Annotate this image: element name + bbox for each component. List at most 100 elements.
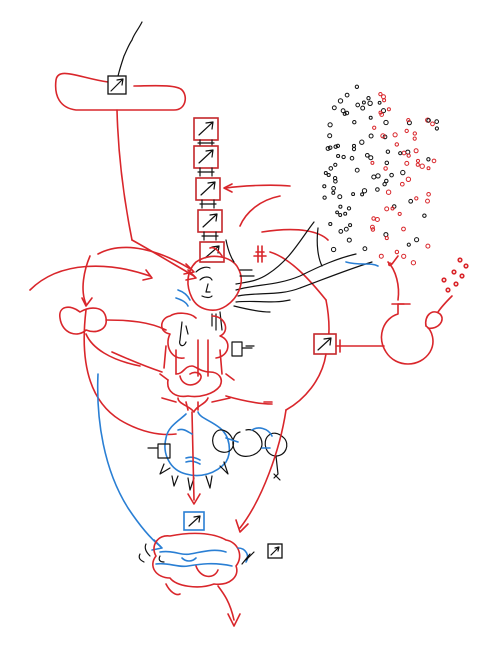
cloud-dot [368,155,374,161]
cloud-dot [404,128,409,134]
cloud-dot [406,117,411,123]
cloud-dot [337,194,343,200]
cloud-dot [369,224,375,230]
arrow-box-icon [197,209,223,233]
cloud-dot [410,260,417,266]
organ-chain [159,312,255,413]
cloud-dot [371,216,376,221]
arrow-box-icon [193,145,219,169]
cloud-dot [380,108,387,114]
cloud-dot [419,163,425,169]
converging-arrows [29,183,329,307]
arrow-box-icon [193,117,219,141]
cloud-dot [434,126,439,131]
cloud-dot [382,98,387,103]
cloud-dot [434,119,440,124]
cloud-dot [354,84,360,89]
cloud-dot [375,173,381,179]
basin-icon [138,511,283,627]
cloud-dot [406,153,411,158]
cloud-dot [397,211,402,216]
cloud-dot [430,121,435,127]
arrow-box-stack [193,117,225,263]
cloud-dot [333,144,338,149]
cloud-dot [330,246,337,253]
lower-left-curves [83,309,177,551]
cloud-dot [354,167,360,173]
cloud-dot [386,107,391,112]
cloud-dot [415,162,420,167]
cloud-dot [352,120,357,125]
cloud-dot [338,229,344,234]
cloud-dot [349,155,355,161]
flask-icon [380,255,469,365]
cloud-dot [335,143,341,149]
cloud-dot [371,174,377,180]
cloud-dot [381,94,386,100]
cloud-dot [378,253,384,259]
cloud-dot [382,182,387,187]
cloud-dot [340,108,346,114]
cloud-dot [341,154,346,160]
cloud-dot [389,172,394,178]
cloud-dot [385,189,392,195]
cloud-dot [326,172,331,178]
cloud-dot [383,119,389,126]
cloud-dot [390,206,395,211]
right-return-curve [225,395,287,533]
cloud-dot [401,253,407,259]
cloud-dot [327,133,333,139]
cloud-dot [422,213,427,218]
cloud-dot [336,153,341,159]
cloud-dot [377,100,382,105]
hair-strands [233,221,379,313]
cloud-dot [360,192,365,197]
cloud-dot [394,142,400,147]
cloud-dot [338,213,343,217]
cloud-dot [398,151,403,156]
cloud-dot [331,190,336,195]
cloud-dot [426,166,431,171]
cloud-dot [406,242,411,247]
cloud-dot [368,115,373,120]
cloud-dot [322,195,327,200]
cloud-dot [426,192,431,197]
right-arrow-box [285,299,385,411]
cloud-dot [401,226,406,232]
cloud-dot [378,91,383,97]
cloud-dot [426,157,431,162]
cloud-dot [331,186,336,191]
arrow-box-icon [199,241,225,263]
cloud-dot [408,198,414,204]
cloud-dot [344,92,350,98]
cloud-dot [413,148,419,154]
cloud-dot [333,162,338,167]
cloud-dot [360,105,366,111]
cloud-dot [366,96,371,101]
cloud-dot [337,98,344,104]
cloud-dot [372,125,377,130]
cloud-dot [384,160,390,166]
cloud-dot [351,143,357,148]
top-left-loop [54,72,187,241]
cloud-dot [346,206,352,211]
left-blob [59,306,167,367]
arrow-box-icon [195,177,221,201]
cloud-dot [414,237,420,243]
cloud-dot [378,110,383,115]
cloud-dot [412,136,417,141]
cloud-dot [414,196,419,201]
head-detail-marks [225,239,255,277]
cloud-dot [346,237,352,243]
cloud-dot [323,171,328,175]
cloud-dot [359,139,365,145]
cloud-dot [412,131,417,136]
cloud-dot [425,243,431,249]
cloud-dot [384,178,389,184]
cloud-dot [351,147,357,152]
cloud-dot [328,221,333,227]
cloud-dot [431,158,437,164]
cloud-dot [368,133,374,139]
cloud-dot [394,249,400,255]
